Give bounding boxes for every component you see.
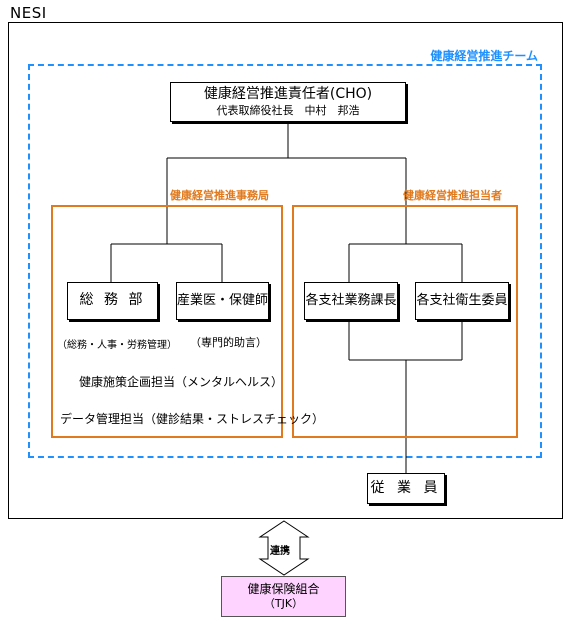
general-affairs-box: 総 務 部 [67,282,158,320]
duty-planning: 健康施策企画担当（メンタルヘルス） [79,375,284,389]
team-frame [28,64,542,458]
cho-title: 健康経営推進責任者(CHO) [203,86,373,103]
occupational-physician-label: 産業医・保健師 [177,292,269,308]
occupational-physician-box: 産業医・保健師 [176,282,269,320]
person-frame [292,205,518,438]
company-frame [8,22,563,519]
health-committee-label: 各支社衛生委員 [416,292,508,308]
employee-label: 従 業 員 [370,479,442,496]
branch-manager-label: 各支社業務課長 [305,292,397,308]
office-frame [51,205,283,438]
org-title: NESI [10,4,47,22]
link-arrow-icon [258,520,310,576]
general-affairs-label: 総 務 部 [79,292,146,309]
cho-name: 代表取締役社長 中村 邦浩 [216,103,360,117]
occupational-physician-note: （専門的助言） [190,336,267,349]
duty-data-management: データ管理担当（健診結果・ストレスチェック） [60,412,325,426]
health-insurance-box: 健康保険組合 （TJK） [221,576,346,617]
health-insurance-label: 健康保険組合 [247,582,320,597]
person-label: 健康経営推進担当者 [403,189,502,202]
office-label: 健康経営推進事務局 [170,189,269,202]
general-affairs-note: （総務・人事・労務管理） [57,340,177,351]
health-committee-box: 各支社衛生委員 [415,282,509,320]
cho-box: 健康経営推進責任者(CHO) 代表取締役社長 中村 邦浩 [170,82,406,122]
team-label: 健康経営推進チーム [430,49,538,63]
health-insurance-sub: （TJK） [263,597,304,611]
branch-manager-box: 各支社業務課長 [304,282,398,320]
link-label: 連携 [270,546,290,557]
employee-box: 従 業 員 [367,473,445,504]
